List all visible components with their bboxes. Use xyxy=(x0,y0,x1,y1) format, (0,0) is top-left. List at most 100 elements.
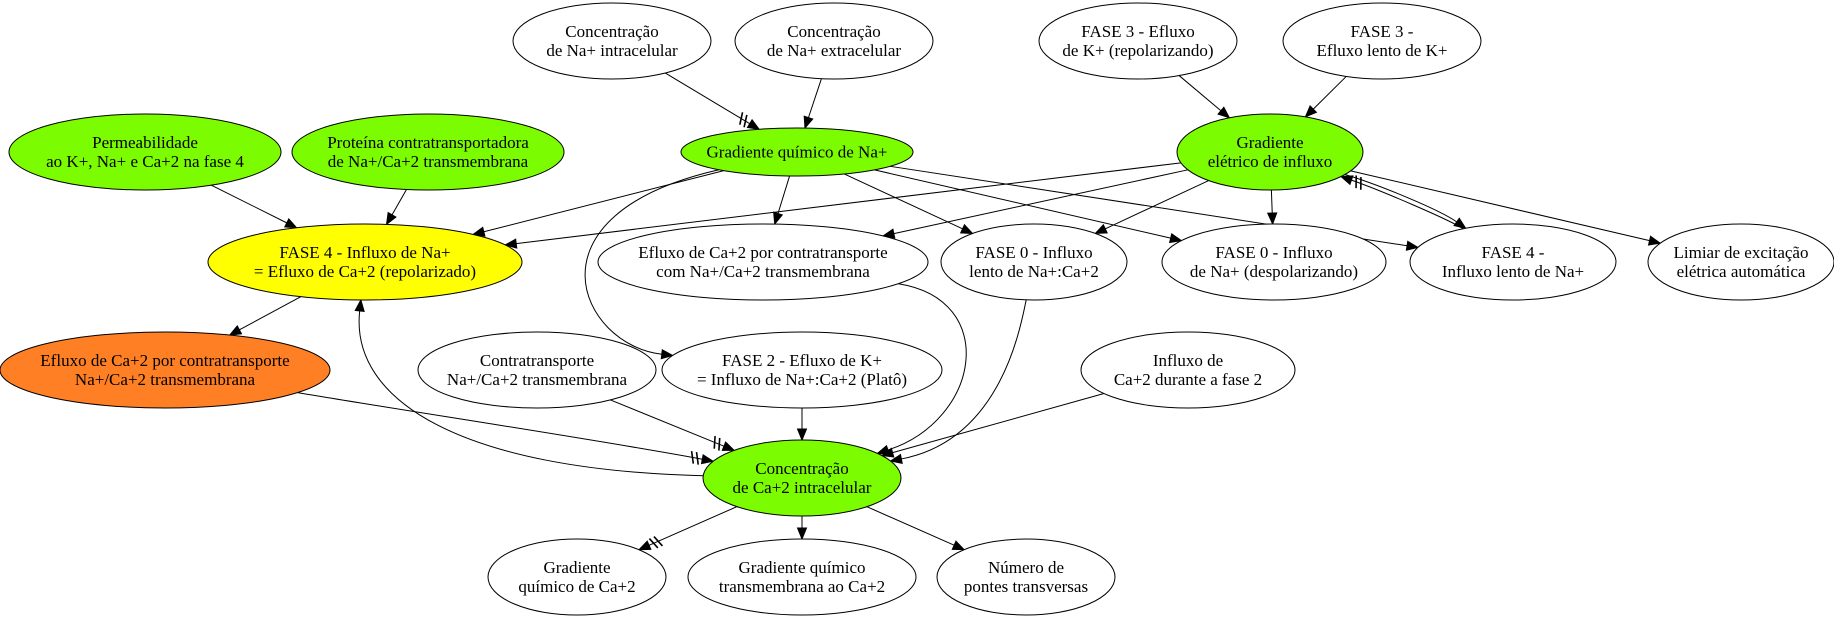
edge-proteina-to-fase4_influxo xyxy=(385,189,407,226)
edge-line xyxy=(1105,180,1209,230)
edge-line xyxy=(584,169,720,355)
node-label: ao K+, Na+ e Ca+2 na fase 4 xyxy=(46,152,244,171)
node-label: lento de Na+:Ca+2 xyxy=(969,262,1099,281)
node-label: Gradiente químico de Na+ xyxy=(707,143,888,162)
edge-line xyxy=(901,299,1027,460)
edge-fase4_influxo-to-efluxo_ca_orange xyxy=(228,296,302,336)
arrowhead xyxy=(1266,212,1278,226)
edge-fase3_lento-to-grad_eletrico xyxy=(1304,76,1347,118)
edges-layer xyxy=(211,72,1662,551)
edge-line xyxy=(1344,174,1457,223)
edge-line xyxy=(1350,170,1650,242)
node-ellipse xyxy=(687,538,917,616)
inverse-tick-mark xyxy=(648,538,659,549)
node-ellipse xyxy=(734,2,934,80)
edge-line xyxy=(892,393,1105,454)
node-label: FASE 3 - Efluxo xyxy=(1081,22,1195,41)
edge-line xyxy=(391,189,407,216)
node-label: Concentração xyxy=(787,22,880,41)
edge-line xyxy=(516,162,1181,245)
edge-line xyxy=(874,169,1171,239)
node-label: Efluxo de Ca+2 por contratransporte xyxy=(40,351,289,370)
arrowhead xyxy=(1647,235,1662,246)
edge-line xyxy=(893,169,1188,235)
edge-line xyxy=(1270,189,1273,214)
node-ellipse xyxy=(0,331,331,409)
edge-fase3_efluxo-to-grad_eletrico xyxy=(1178,75,1231,119)
edge-line xyxy=(807,78,822,118)
arrowhead xyxy=(951,540,966,551)
node-label: FASE 3 - xyxy=(1351,22,1414,41)
edge-line xyxy=(1312,76,1347,110)
arrowhead xyxy=(660,348,674,360)
node-label: elétrica automática xyxy=(1677,262,1806,281)
arrowhead xyxy=(385,211,397,226)
node-ellipse xyxy=(1176,113,1364,191)
inverse-tick-mark xyxy=(690,451,695,464)
arrowhead xyxy=(796,428,808,442)
edge-fase0_lento-to-ca_intra xyxy=(889,299,1027,464)
node-ellipse xyxy=(8,113,282,191)
edge-grad_eletrico-to-fase4_influxo xyxy=(503,162,1181,249)
node-fase3-lento: FASE 3 -Efluxo lento de K+ xyxy=(1282,2,1482,80)
node-label: Efluxo de Ca+2 por contratransporte xyxy=(638,243,887,262)
inverse-tick-mark xyxy=(713,436,716,449)
node-ellipse xyxy=(680,127,914,177)
edge-line xyxy=(239,296,302,331)
node-label: FASE 4 - Influxo de Na+ xyxy=(279,243,450,262)
node-label: Limiar de excitação xyxy=(1674,243,1809,262)
node-label: Na+/Ca+2 transmembrana xyxy=(447,370,628,389)
node-label: Na+/Ca+2 transmembrana xyxy=(75,370,256,389)
edge-line xyxy=(866,506,955,546)
node-label: Proteína contratransportadora xyxy=(327,133,529,152)
edge-na_extra-to-grad_quimico_na xyxy=(803,78,822,130)
node-grad-quimico-na: Gradiente químico de Na+ xyxy=(680,127,914,177)
arrowhead xyxy=(1094,223,1108,234)
edge-line xyxy=(665,72,751,125)
node-ellipse xyxy=(940,223,1128,301)
node-ellipse xyxy=(1409,223,1617,301)
arrowhead xyxy=(228,324,243,336)
node-label: Gradiente xyxy=(1236,133,1303,152)
node-ellipse xyxy=(1038,2,1238,80)
node-label: com Na+/Ca+2 transmembrana xyxy=(656,262,870,281)
arrowhead xyxy=(746,118,761,130)
node-label: Influxo lento de Na+ xyxy=(1442,262,1584,281)
arrowhead xyxy=(721,441,736,451)
node-label: Número de xyxy=(988,558,1064,577)
node-label: Concentração xyxy=(755,459,848,478)
edge-line xyxy=(1178,75,1222,112)
node-label: Contratransporte xyxy=(480,351,594,370)
node-label: elétrico de influxo xyxy=(1208,152,1333,171)
arrowhead xyxy=(1304,105,1318,118)
node-label: = Influxo de Na+:Ca+2 (Platô) xyxy=(697,370,907,389)
node-label: = Efluxo de Ca+2 (repolarizado) xyxy=(254,262,476,281)
node-label: de Na+/Ca+2 transmembrana xyxy=(328,152,529,171)
edge-line xyxy=(610,399,725,447)
arrowhead xyxy=(354,298,365,312)
node-label: FASE 2 - Efluxo de K+ xyxy=(722,351,882,370)
edge-grad_eletrico-to-fase0_influxo xyxy=(1266,189,1278,226)
node-label: químico de Ca+2 xyxy=(518,577,635,596)
inverse-tick-mark xyxy=(718,437,721,451)
edge-line xyxy=(887,283,967,451)
node-ellipse xyxy=(487,538,667,616)
node-fase4-influxo: FASE 4 - Influxo de Na+= Efluxo de Ca+2 … xyxy=(207,223,523,301)
node-label: FASE 0 - Influxo xyxy=(1215,243,1332,262)
node-ellipse xyxy=(661,331,943,409)
node-label: de K+ (repolarizando) xyxy=(1062,41,1213,60)
edge-na_intra-to-grad_quimico_na xyxy=(665,72,761,130)
node-label: FASE 4 - xyxy=(1482,243,1545,262)
edge-line xyxy=(358,310,704,477)
